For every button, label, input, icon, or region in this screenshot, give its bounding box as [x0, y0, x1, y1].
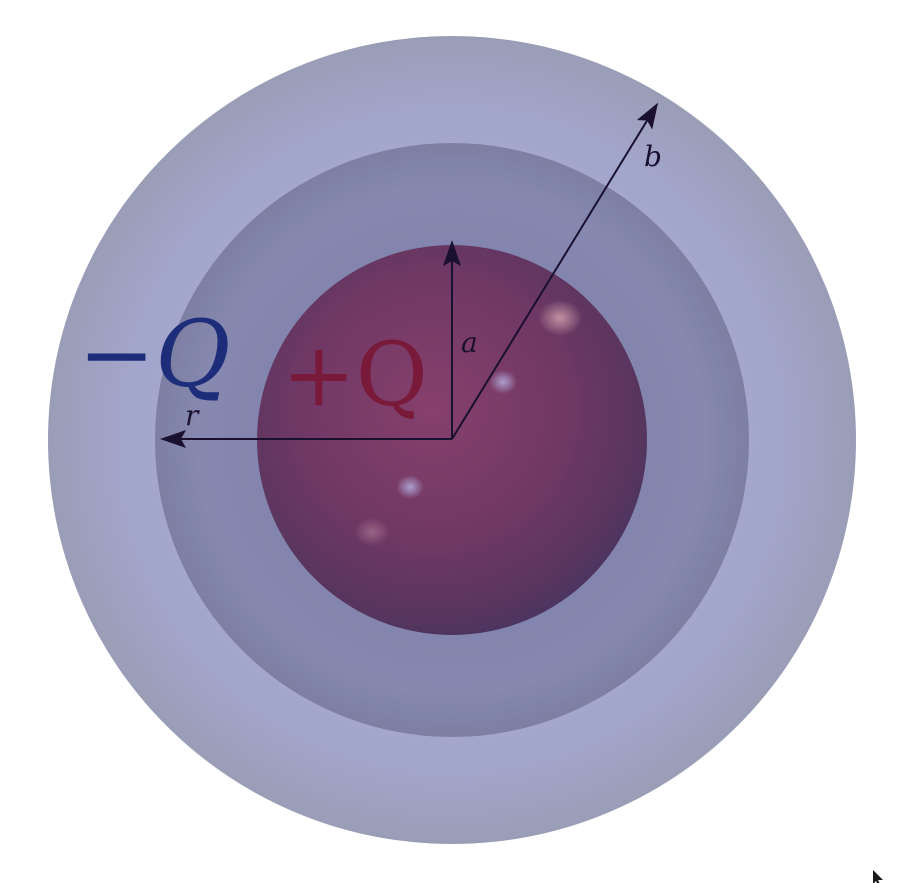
outer-charge-label: −Q: [78, 301, 231, 408]
radius-b-arrow: [451, 102, 659, 440]
radius-b-label: b: [644, 140, 662, 173]
highlight-lower: [396, 475, 424, 499]
radius-r-label: r: [185, 399, 200, 432]
mouse-cursor-icon: [873, 870, 883, 883]
inner-charge-label: +Q: [282, 323, 428, 426]
highlight-mid: [489, 370, 517, 394]
highlight-lower-warm: [354, 518, 390, 546]
radius-a-label: a: [461, 326, 478, 359]
highlight-upper: [538, 300, 582, 336]
